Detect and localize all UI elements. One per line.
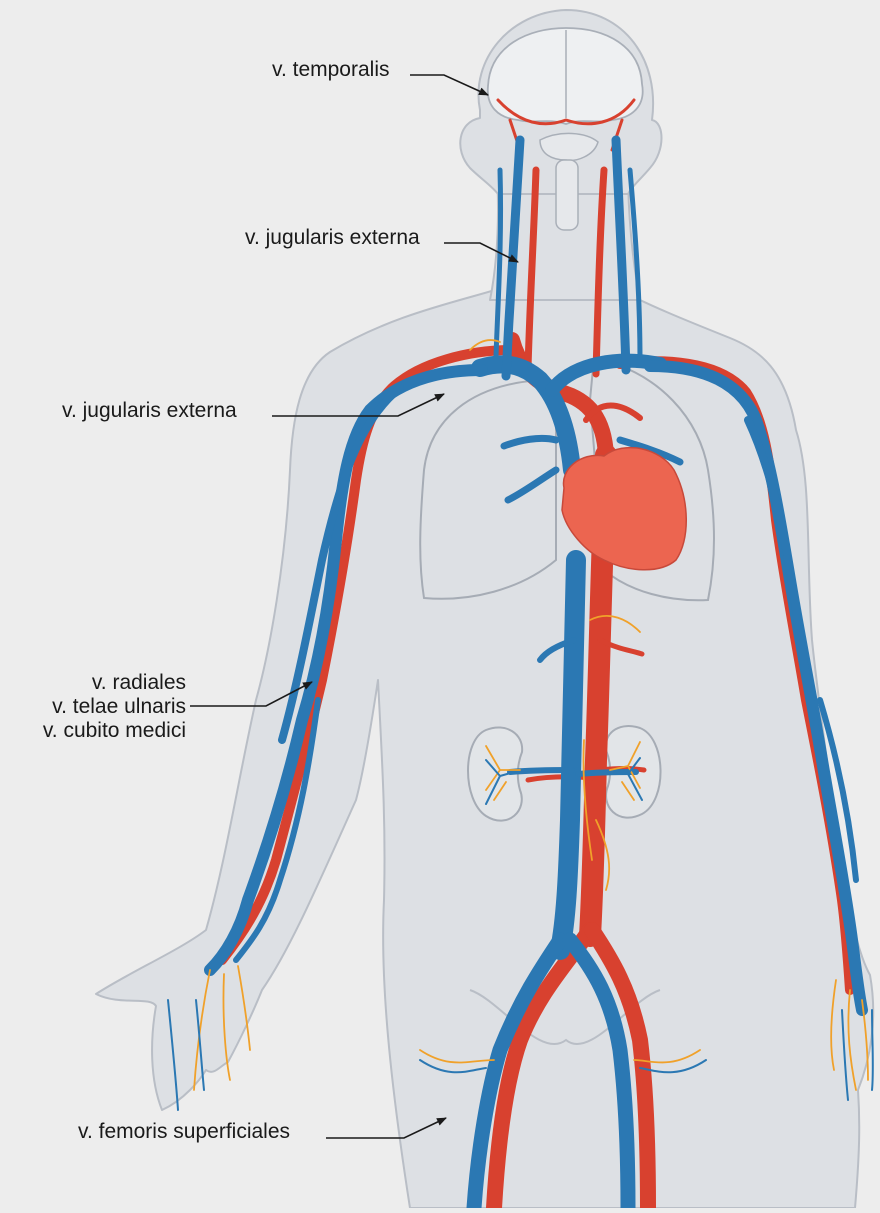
label-jugularis-externa-lower: v. jugularis externa	[62, 399, 237, 423]
label-jugularis-externa-upper: v. jugularis externa	[245, 226, 420, 250]
label-cubito-medici: v. cubito medici	[43, 719, 186, 743]
label-telae-ulnaris: v. telae ulnaris	[43, 695, 186, 719]
label-arm-vein-group: v. radiales v. telae ulnaris v. cubito m…	[43, 671, 186, 743]
label-radiales: v. radiales	[43, 671, 186, 695]
label-temporalis: v. temporalis	[272, 58, 389, 82]
body-silhouette	[96, 10, 873, 1208]
leader-temporalis	[410, 75, 488, 95]
label-femoris-superficiales: v. femoris superficiales	[78, 1120, 290, 1144]
